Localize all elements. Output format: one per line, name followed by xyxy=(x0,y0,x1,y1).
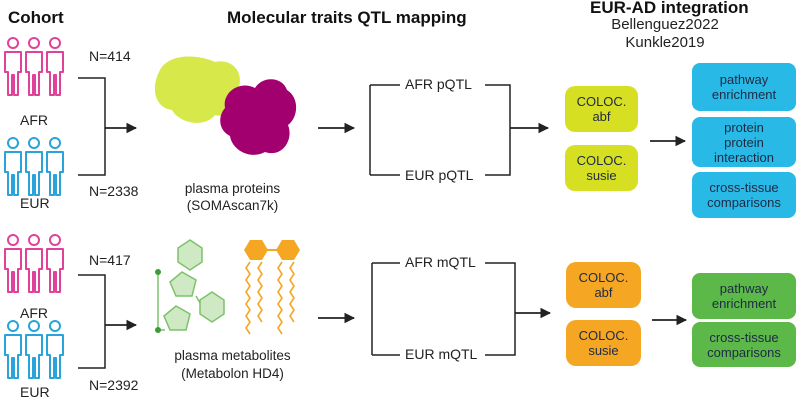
qtl-bracket-metabolite xyxy=(371,262,516,356)
integration-study-2: Kunkle2019 xyxy=(625,34,705,51)
afr-people-metabolite-icon xyxy=(4,234,64,293)
afr-mqtl-label: AFR mQTL xyxy=(405,254,476,270)
eur-label-metabolite: EUR xyxy=(20,384,50,400)
protein-caption-line1: plasma proteins xyxy=(184,181,281,196)
protein-interaction-box: protein protein interaction xyxy=(692,117,796,167)
eur-people-protein-icon xyxy=(4,137,64,196)
metabolite-caption-line2: (Metabolon HD4) xyxy=(181,366,284,381)
coloc-susie-box-metabolite: COLOC. susie xyxy=(566,320,641,366)
protein-caption-line2: (SOMAscan7k) xyxy=(186,198,279,213)
eur-pqtl-label: EUR pQTL xyxy=(405,167,474,183)
cross-tissue-box-metabolite: cross-tissue comparisons xyxy=(692,322,796,367)
coloc-abf-box-metabolite: COLOC. abf xyxy=(566,262,641,308)
coloc-abf-box: COLOC. abf xyxy=(565,86,638,132)
eur-sample-size: N=2338 xyxy=(89,183,139,199)
cross-tissue-box: cross-tissue comparisons xyxy=(692,172,796,218)
molecule-node xyxy=(155,327,161,333)
cohort-header: Cohort xyxy=(8,8,64,27)
coloc-susie-box: COLOC. susie xyxy=(565,145,638,191)
afr-sample-size: N=414 xyxy=(89,48,131,64)
metabolite-molecule-icon xyxy=(157,239,225,331)
afr-people-protein-icon xyxy=(4,37,64,96)
cohort-bracket-protein xyxy=(78,77,106,176)
eur-people-metabolite-icon xyxy=(4,320,64,379)
eur-mqtl-label: EUR mQTL xyxy=(405,346,478,362)
eur-sample-size-metabolite: N=2392 xyxy=(89,377,139,393)
integration-header: EUR-AD integration xyxy=(590,0,749,17)
pathway-enrichment-box: pathway enrichment xyxy=(692,63,796,111)
afr-label-metabolite: AFR xyxy=(20,305,48,321)
cohort-bracket-metabolite xyxy=(78,274,106,369)
afr-label: AFR xyxy=(20,112,48,128)
afr-sample-size-metabolite: N=417 xyxy=(89,252,131,268)
pathway-enrichment-box-metabolite: pathway enrichment xyxy=(692,273,796,319)
qtl-mapping-header: Molecular traits QTL mapping xyxy=(227,8,467,27)
metabolite-caption-line1: plasma metabolites xyxy=(174,348,291,363)
integration-study-1: Bellenguez2022 xyxy=(611,16,719,33)
qtl-bracket-protein xyxy=(369,84,511,176)
protein-blob-icon xyxy=(154,56,241,123)
protein-blob-icon xyxy=(220,79,297,155)
eur-label: EUR xyxy=(20,195,50,211)
afr-pqtl-label: AFR pQTL xyxy=(405,76,472,92)
molecule-node xyxy=(155,269,161,275)
lipid-chain-icon xyxy=(244,240,300,335)
